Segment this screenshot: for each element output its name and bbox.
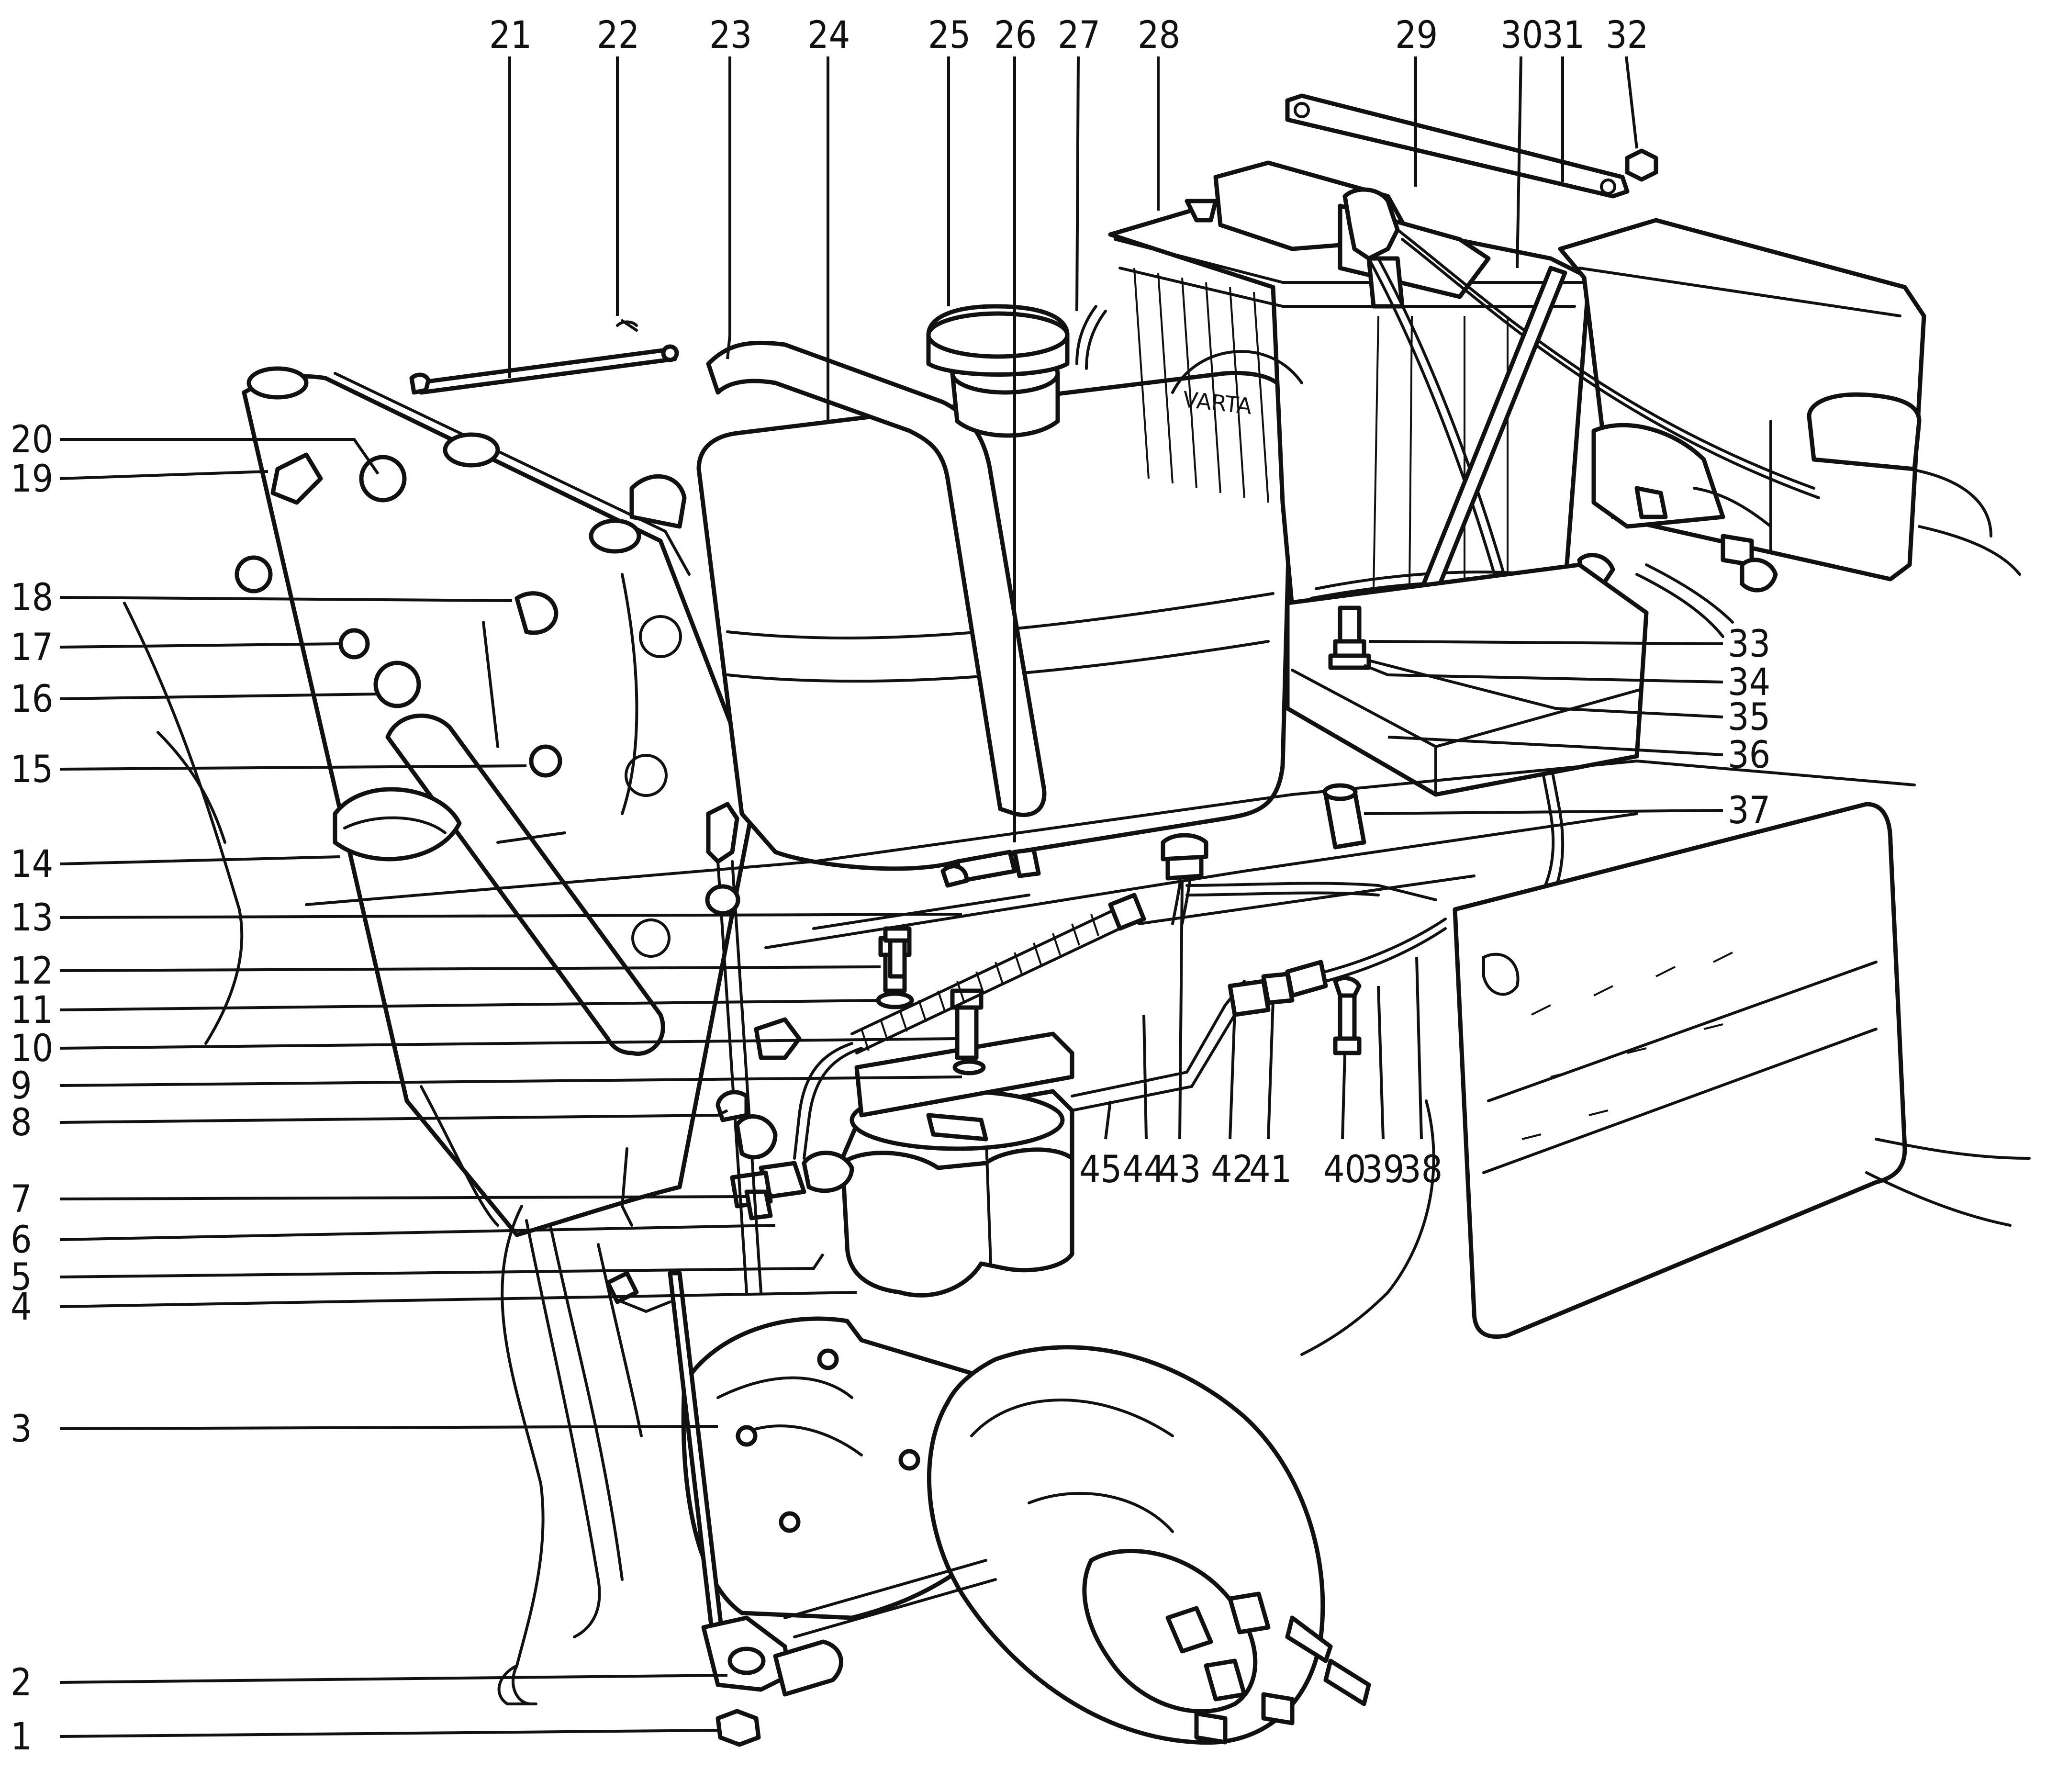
callout-32: 32: [1606, 14, 1648, 57]
battery-terminal: [1342, 187, 1400, 261]
callout-13: 13: [11, 896, 53, 940]
callout-36: 36: [1728, 734, 1770, 777]
tractor-illustration: VARTA: [123, 93, 2031, 1747]
callout-1: 1: [11, 1715, 32, 1758]
callout-14: 14: [11, 843, 53, 886]
warning-light: [270, 452, 323, 505]
callout-23: 23: [709, 14, 752, 57]
callout-37: 37: [1728, 789, 1770, 832]
callout-28: 28: [1138, 14, 1180, 57]
callout-15: 15: [11, 748, 53, 791]
callout-30: 30: [1500, 14, 1543, 57]
callout-31: 31: [1542, 14, 1585, 57]
callout-40: 40: [1323, 1148, 1366, 1191]
callout-3: 3: [11, 1408, 32, 1451]
clamp-bar: [1285, 93, 1630, 199]
callout-6: 6: [11, 1219, 32, 1262]
callout-4: 4: [11, 1286, 32, 1329]
leader-lines: [59, 56, 1723, 1738]
callout-17: 17: [11, 626, 53, 669]
tie-rod: [414, 347, 677, 395]
callout-24: 24: [807, 14, 850, 57]
callout-12: 12: [11, 950, 53, 993]
callout-11: 11: [11, 989, 53, 1032]
callout-5: 5: [11, 1256, 32, 1299]
callout-18: 18: [11, 576, 53, 619]
callout-34: 34: [1728, 661, 1770, 704]
hex-nut: [716, 1709, 761, 1747]
callout-42: 42: [1211, 1148, 1253, 1191]
choke-knob: [373, 661, 421, 708]
callout-7: 7: [11, 1178, 32, 1221]
pull-knob: [359, 455, 407, 503]
callout-22: 22: [597, 14, 639, 57]
callout-labels: 20 19 18 17 16 15 14 13 12 11 10 9 8 7 6…: [11, 14, 1770, 1758]
callout-39: 39: [1362, 1148, 1404, 1191]
callout-41: 41: [1249, 1148, 1292, 1191]
callout-2: 2: [11, 1661, 32, 1704]
callout-25: 25: [928, 14, 971, 57]
callout-35: 35: [1728, 696, 1770, 739]
tank-strap: [706, 340, 1047, 817]
callout-38: 38: [1400, 1148, 1442, 1191]
callout-27: 27: [1058, 14, 1100, 57]
indicator-lamp: [235, 555, 273, 594]
callout-20: 20: [11, 418, 53, 461]
callout-9: 9: [11, 1064, 32, 1108]
callout-43: 43: [1158, 1148, 1201, 1191]
side-panel: [1453, 802, 1907, 1339]
callout-33: 33: [1728, 623, 1770, 666]
callout-26: 26: [994, 14, 1037, 57]
ignition-switch: [514, 591, 559, 635]
callout-44: 44: [1122, 1148, 1165, 1191]
battery-tray: [1285, 562, 1649, 797]
callout-8: 8: [11, 1101, 32, 1144]
callout-45: 45: [1079, 1148, 1122, 1191]
callout-16: 16: [11, 678, 53, 721]
callout-21: 21: [489, 14, 532, 57]
brake-drum: [927, 1345, 1325, 1745]
callout-29: 29: [1395, 14, 1438, 57]
callout-19: 19: [11, 458, 53, 501]
callout-10: 10: [11, 1027, 53, 1070]
